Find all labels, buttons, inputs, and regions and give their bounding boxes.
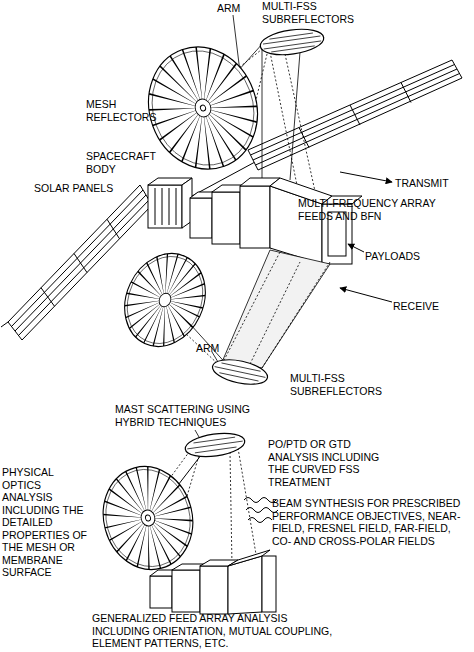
reflector-ribs <box>137 270 192 330</box>
feed-array <box>150 550 276 614</box>
subreflector-rim <box>210 355 269 388</box>
feed-cone <box>222 250 330 368</box>
arm-strut <box>290 52 300 180</box>
subreflector-rim <box>184 430 246 460</box>
subreflector <box>259 26 326 59</box>
reflector-hub <box>157 291 173 308</box>
body-hatch <box>176 188 177 225</box>
transmit-arrow <box>340 172 392 182</box>
callout-label: ARM <box>196 342 246 355</box>
callout-label: PO/PTD OR GTD ANALYSIS INCLUDING THE CUR… <box>268 438 398 488</box>
spacecraft-body <box>148 178 192 228</box>
callout-label: BEAM SYNTHESIS FOR PRESCRIBED PERFORMANC… <box>272 497 472 547</box>
fss-hatch <box>221 363 260 371</box>
mesh-reflector <box>110 240 220 359</box>
subreflector <box>184 430 246 460</box>
wave-line <box>244 498 276 503</box>
signal-arrows <box>340 172 392 302</box>
feed-box <box>200 566 228 614</box>
panel-divider <box>401 83 411 103</box>
reflector-hub <box>145 514 151 521</box>
callout-label: MULTI-FSS SUBREFLECTORS <box>262 0 372 25</box>
callout-label: MULTI-FSS SUBREFLECTORS <box>290 372 400 397</box>
reflector-ring <box>136 36 269 179</box>
reflector-hub <box>193 97 214 119</box>
fss-hatch <box>195 447 237 453</box>
panel-outline <box>248 60 462 170</box>
feed-box <box>212 192 240 244</box>
body-hatch <box>162 188 163 225</box>
callout-label: SPACECRAFT BODY <box>86 150 171 175</box>
subreflector-rim <box>259 26 326 59</box>
reflector-ring <box>113 244 216 356</box>
feed-aperture <box>262 556 276 612</box>
panel-strip <box>256 74 460 166</box>
reflector-hub <box>139 509 156 528</box>
receive-arrow <box>340 288 392 302</box>
ray-line <box>238 448 258 566</box>
body-hatch <box>155 188 156 225</box>
callout-label: TRANSMIT <box>395 177 470 190</box>
reflector-ring <box>95 460 201 576</box>
callout-label: SOLAR PANELS <box>34 182 144 195</box>
panel-strip <box>12 190 144 327</box>
fss-hatch <box>263 36 320 44</box>
mesh-reflector <box>92 456 204 579</box>
panel-stub <box>1 322 8 327</box>
fss-hatch <box>271 46 315 52</box>
reflector-hub <box>200 104 207 111</box>
callout-label: PAYLOADS <box>365 250 455 263</box>
fss-hatch <box>219 373 258 381</box>
reflector-rim <box>92 456 204 579</box>
panel-divider <box>299 128 309 148</box>
callout-label: MESH REFLECTORS <box>86 98 166 123</box>
feed-box <box>240 186 270 248</box>
callout-label: MAST SCATTERING USING HYBRID TECHNIQUES <box>115 403 270 428</box>
feed-box <box>190 198 212 238</box>
callout-label: PHYSICAL OPTICS ANALYSIS INCLUDING THE D… <box>2 466 92 579</box>
panel-divider <box>74 254 87 273</box>
ray-line <box>262 262 330 368</box>
feed-box <box>150 576 172 608</box>
panel-strip <box>253 69 457 160</box>
panel-divider <box>41 288 55 307</box>
arm-strut <box>262 50 263 180</box>
reflector-rim <box>110 240 220 359</box>
fss-hatch <box>194 437 236 443</box>
panel-divider <box>107 219 120 239</box>
body-hatch <box>169 188 170 225</box>
body-front <box>148 185 182 228</box>
subreflector <box>210 355 269 388</box>
fss-hatch <box>215 367 266 378</box>
callout-label: MULTI-FREQUENCY ARRAY FEEDS AND BFN <box>298 197 436 222</box>
callout-label: GENERALIZED FEED ARRAY ANALYSIS INCLUDIN… <box>92 612 342 650</box>
panel-divider <box>350 105 360 125</box>
ray-line <box>250 262 300 364</box>
ray-line <box>222 252 280 364</box>
payload-arrow <box>348 244 364 252</box>
reflector-ribs <box>167 70 238 146</box>
wave-line <box>248 518 272 523</box>
fss-hatch <box>187 441 242 449</box>
callout-label: RECEIVE <box>393 300 473 313</box>
feed-box <box>172 570 200 612</box>
ray-line <box>230 452 232 566</box>
panel-strip <box>251 65 455 156</box>
reflector-ribs <box>120 487 176 549</box>
fss-hatch <box>264 41 321 49</box>
